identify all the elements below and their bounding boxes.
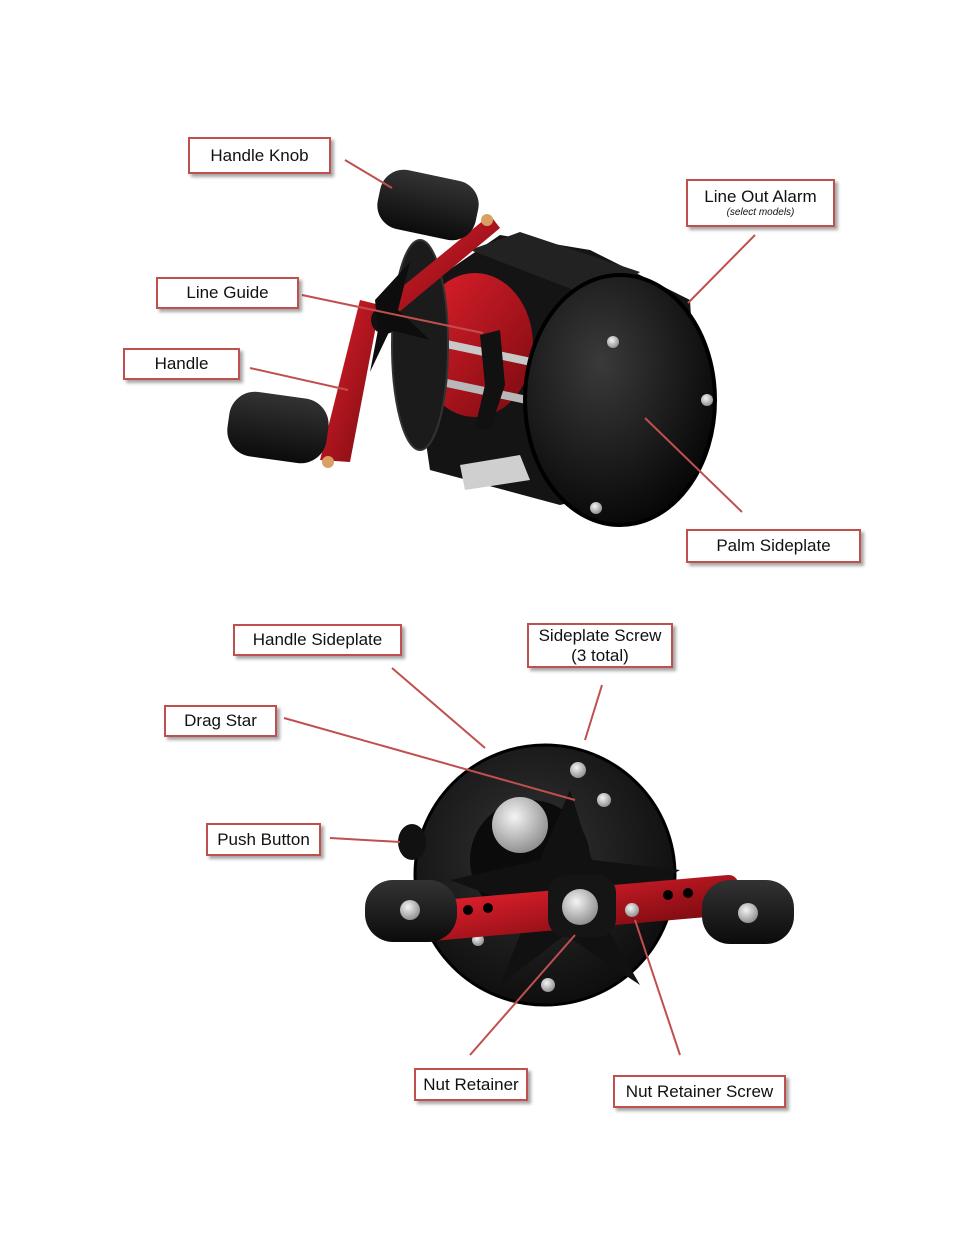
leader-handle-sideplate xyxy=(391,667,486,749)
bottom-reel-illustration xyxy=(365,743,794,1007)
sideplate-screw-icon xyxy=(541,978,555,992)
leader-lines xyxy=(249,159,756,1056)
label-line-out-alarm-text: Line Out Alarm xyxy=(704,187,817,206)
label-push-button: Push Button xyxy=(206,823,321,856)
bottom-reel-bar-hole xyxy=(683,888,693,898)
label-line-out-alarm: Line Out Alarm (select models) xyxy=(686,179,835,227)
top-reel-handle-arm-upper xyxy=(380,215,500,318)
sideplate-screw-icon xyxy=(607,336,619,348)
bottom-reel-push-button xyxy=(398,824,426,860)
label-nut-retainer: Nut Retainer xyxy=(414,1068,528,1101)
label-sideplate-screw-text: Sideplate Screw xyxy=(538,625,662,645)
top-reel-illustration xyxy=(227,169,717,527)
sideplate-screw-icon xyxy=(570,762,586,778)
label-nut-retainer-screw-text: Nut Retainer Screw xyxy=(625,1081,774,1101)
label-drag-star: Drag Star xyxy=(164,705,277,737)
sideplate-screw-icon xyxy=(590,502,602,514)
leader-line-guide xyxy=(301,294,484,334)
top-reel-knob-cap xyxy=(481,214,493,226)
bottom-reel-nut-retainer-screw xyxy=(625,903,639,917)
bottom-reel-knob-cap xyxy=(738,903,758,923)
leader-handle-knob xyxy=(344,159,393,189)
leader-nut-retainer xyxy=(469,934,576,1056)
label-sideplate-screw: Sideplate Screw (3 total) xyxy=(527,623,673,668)
top-reel-handle-knob xyxy=(377,169,479,241)
bottom-reel-knob-cap xyxy=(400,900,420,920)
top-reel-palm-sideplate xyxy=(525,275,715,525)
bottom-reel-bar-hole xyxy=(483,903,493,913)
leader-sideplate-screw xyxy=(584,684,603,741)
top-reel-line-guide xyxy=(475,330,505,430)
bottom-reel-gear-cap xyxy=(492,797,548,853)
bottom-reel-rim xyxy=(413,743,677,1007)
leader-nut-retainer-screw xyxy=(634,919,681,1056)
top-reel-lower-knob xyxy=(227,391,329,464)
label-palm-sideplate-text: Palm Sideplate xyxy=(716,536,831,555)
label-drag-star-text: Drag Star xyxy=(184,711,257,730)
label-handle: Handle xyxy=(123,348,240,380)
label-handle-sideplate-text: Handle Sideplate xyxy=(252,630,383,649)
label-nut-retainer-text: Nut Retainer xyxy=(423,1074,519,1094)
bottom-reel-bar-hole xyxy=(463,905,473,915)
label-palm-sideplate: Palm Sideplate xyxy=(686,529,861,563)
leader-line-out-alarm xyxy=(687,234,756,304)
label-nut-retainer-screw: Nut Retainer Screw xyxy=(613,1075,786,1108)
label-line-guide-text: Line Guide xyxy=(186,283,269,302)
label-push-button-text: Push Button xyxy=(217,829,310,849)
leader-push-button xyxy=(329,837,401,843)
sideplate-screw-icon xyxy=(597,793,611,807)
label-line-out-alarm-note: (select models) xyxy=(726,207,795,218)
top-reel-palm-rim xyxy=(523,273,717,527)
bottom-reel-nut-cap xyxy=(562,889,598,925)
top-reel-knob-cap xyxy=(322,456,334,468)
leader-drag-star xyxy=(283,717,576,801)
leader-handle xyxy=(249,367,349,391)
label-handle-knob: Handle Knob xyxy=(188,137,331,174)
label-line-guide: Line Guide xyxy=(156,277,299,309)
label-handle-text: Handle xyxy=(154,354,209,373)
top-reel-foot xyxy=(460,455,530,490)
top-reel-handle-arm xyxy=(320,300,380,462)
leader-palm-sideplate xyxy=(644,417,743,513)
label-handle-sideplate: Handle Sideplate xyxy=(233,624,402,656)
label-sideplate-screw-note: (3 total) xyxy=(571,645,629,665)
label-handle-knob-text: Handle Knob xyxy=(210,145,309,165)
sideplate-screw-icon xyxy=(701,394,713,406)
top-reel-drag-star xyxy=(370,262,430,372)
bottom-reel-bar-hole xyxy=(663,890,673,900)
